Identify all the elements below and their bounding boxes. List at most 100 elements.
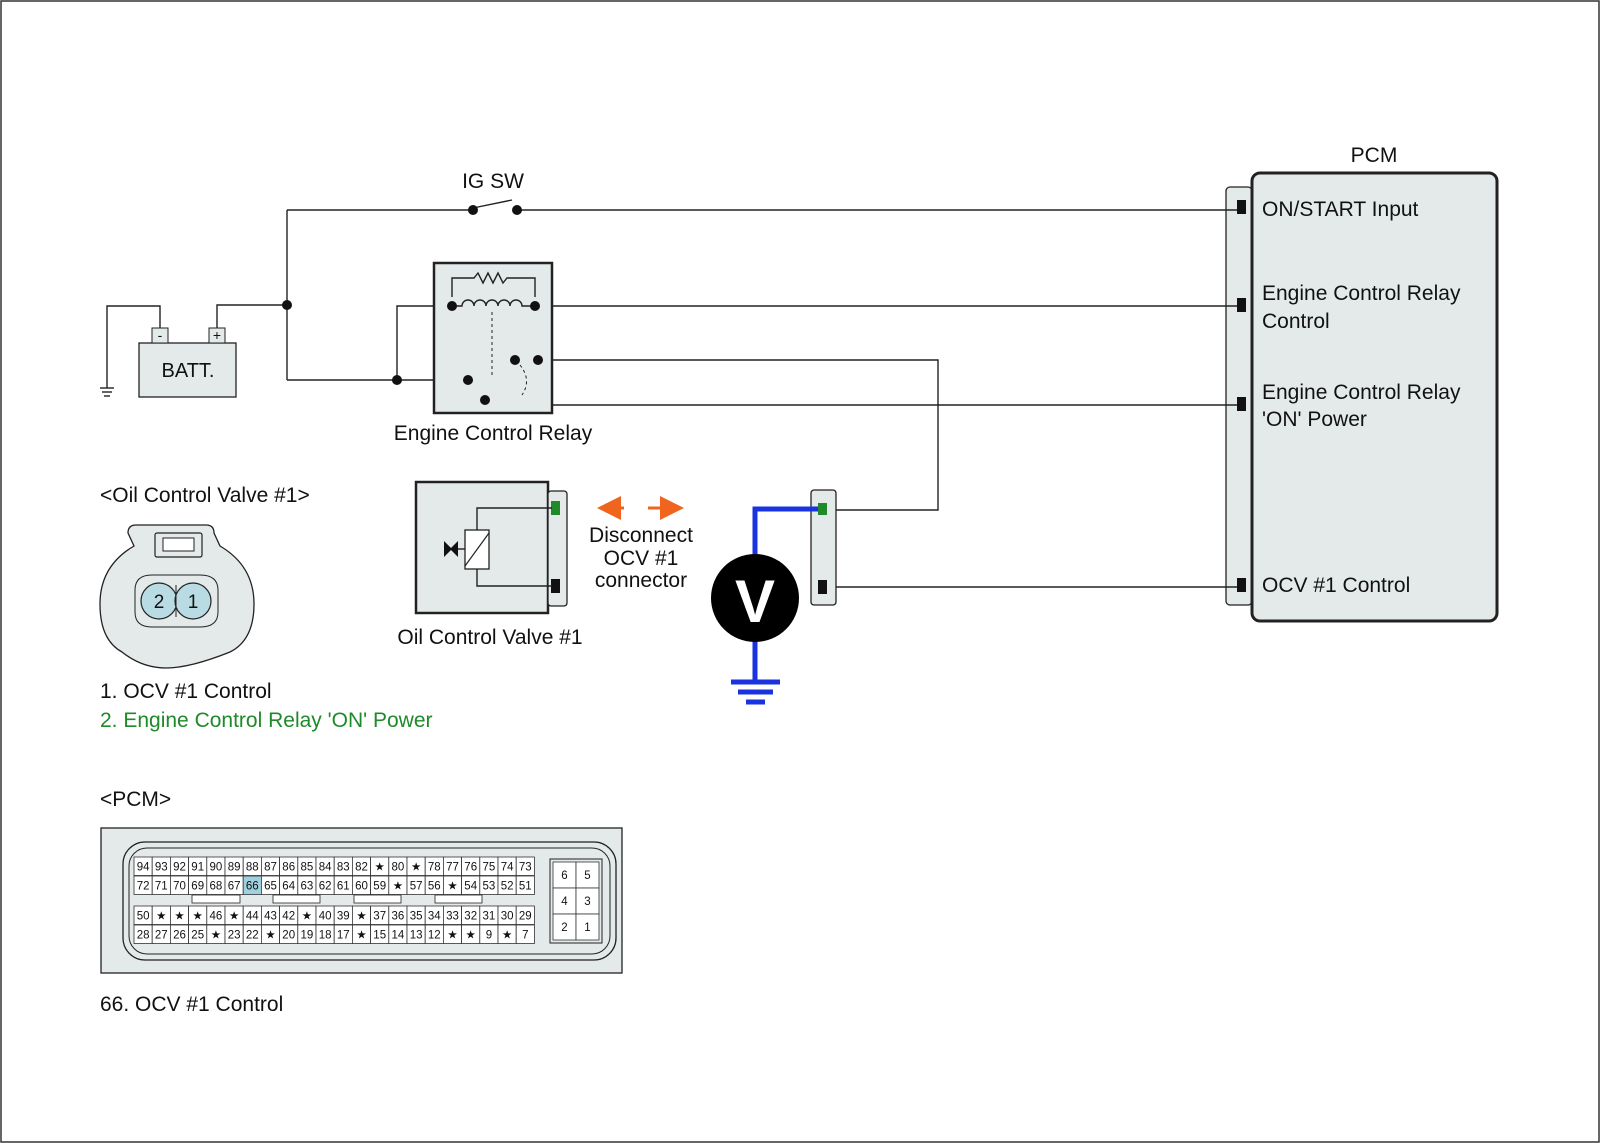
pcm-box <box>1250 171 1499 623</box>
pcm-pin-number: 93 <box>155 862 168 874</box>
pcm-pin-number: 12 <box>428 930 441 942</box>
ocv-connector-title: <Oil Control Valve #1> <box>100 484 310 507</box>
pcm-terminal-label: ON/START Input <box>1262 198 1419 221</box>
battery-body <box>138 342 237 398</box>
pcm-pin-number: 52 <box>501 881 514 893</box>
pcm-pin-number: 25 <box>191 930 204 942</box>
pcm-side-pin-number: 3 <box>584 896 590 908</box>
pcm-pin-number: 20 <box>282 930 295 942</box>
ocv-legend-line-1: 1. OCV #1 Control <box>100 680 272 703</box>
pcm-pin-number: 92 <box>173 862 186 874</box>
pcm-pin-number: 86 <box>282 862 295 874</box>
harness-pin-2 <box>818 503 827 515</box>
voltmeter-symbol: V <box>735 568 775 635</box>
pcm-pin-number: 94 <box>137 862 150 874</box>
engine-control-relay: Engine Control Relay <box>394 261 593 445</box>
pcm-pin-number: 80 <box>392 862 405 874</box>
pcm-pin-number: 90 <box>210 862 223 874</box>
pcm-pin-number: 66 <box>246 881 259 893</box>
pcm-pin-number: 68 <box>210 881 223 893</box>
pcm-pin-number: 89 <box>228 862 241 874</box>
oil-control-valve: Oil Control Valve #1 <box>397 480 583 649</box>
pcm-pin-number: 17 <box>337 930 350 942</box>
pcm-pin-number: 28 <box>137 930 150 942</box>
ocv-connector <box>547 490 568 607</box>
pcm-pin-number: 91 <box>191 862 204 874</box>
pcm-pin-number: 30 <box>501 911 514 923</box>
pcm-pin-number: 85 <box>301 862 314 874</box>
pcm-side-pin-number: 2 <box>561 922 567 934</box>
pcm-pin-number: 70 <box>173 881 186 893</box>
pcm-pin-number: 34 <box>428 911 441 923</box>
pcm-pin-number: 36 <box>392 911 405 923</box>
pcm-pin-number: 39 <box>337 911 350 923</box>
pcm-pin-number: ★ <box>466 930 476 942</box>
pcm-pin-number: 29 <box>519 911 532 923</box>
pcm-pin-number: ★ <box>447 881 457 893</box>
pcm-pin-number: ★ <box>502 930 512 942</box>
pcm-pin-number: 83 <box>337 862 350 874</box>
pcm-pin-number: ★ <box>193 911 203 923</box>
pcm-pin-number: 62 <box>319 881 332 893</box>
connector-key-slot <box>191 894 241 904</box>
pcm-pin-number: ★ <box>447 930 457 942</box>
battery-label: BATT. <box>162 360 215 382</box>
pcm-side-pin-number: 6 <box>561 870 567 882</box>
pcm-pin-cell <box>515 875 535 895</box>
pcm-pin-number: ★ <box>229 911 239 923</box>
pcm-pin-number: 53 <box>483 881 496 893</box>
pcm-pin-number: ★ <box>356 930 366 942</box>
ocv-pin-number: 1 <box>188 592 199 613</box>
battery-negative-terminal <box>151 327 169 344</box>
pcm-title: PCM <box>1351 144 1398 167</box>
relay-label: Engine Control Relay <box>394 422 593 445</box>
wiring <box>100 199 1237 588</box>
pcm-pin-number: ★ <box>265 930 275 942</box>
pcm-pin-number: 46 <box>210 911 223 923</box>
pcm-pin-number: 23 <box>228 930 241 942</box>
connector-key-slot <box>272 894 321 904</box>
pcm-terminal-label: OCV #1 Control <box>1262 574 1410 597</box>
pcm-pin-number: 72 <box>137 881 150 893</box>
pcm-pin-number: 14 <box>392 930 405 942</box>
pcm-pin-on-start <box>1237 200 1246 214</box>
pcm-pin-number: 33 <box>446 911 459 923</box>
pcm-terminal-strip <box>1225 186 1253 606</box>
pcm-pin-number: 44 <box>246 911 259 923</box>
pcm-pin-number: 73 <box>519 862 532 874</box>
pcm-pin-cell <box>515 905 535 925</box>
ig-switch-label: IG SW <box>462 170 524 193</box>
pcm-pin-number: ★ <box>156 911 166 923</box>
pcm-terminal-label: 'ON' Power <box>1262 408 1367 431</box>
pcm-side-pin-number: 1 <box>584 922 590 934</box>
pcm-pin-number: 60 <box>355 881 368 893</box>
voltmeter: V <box>711 506 818 705</box>
pcm-pin-number: 27 <box>155 930 168 942</box>
pcm-pin-number: 37 <box>373 911 386 923</box>
pcm-pin-number: 32 <box>464 911 477 923</box>
pcm-pin-number: 71 <box>155 881 168 893</box>
pcm-pin-number: 35 <box>410 911 423 923</box>
pcm-pin-relay-control <box>1237 298 1246 312</box>
pcm-pin-number: 84 <box>319 862 332 874</box>
pcm-pin-number: 15 <box>373 930 386 942</box>
pcm-pin-number: 56 <box>428 881 441 893</box>
pcm-pin-number: 78 <box>428 862 441 874</box>
disconnect-text: Disconnect <box>589 524 693 547</box>
pcm-pin-number: 43 <box>264 911 277 923</box>
pcm-terminal-label: Control <box>1262 310 1330 333</box>
harness-connector <box>810 489 837 606</box>
pcm-pin-number: ★ <box>211 930 221 942</box>
pcm-pin-number: 57 <box>410 881 423 893</box>
pcm-pin-number: ★ <box>411 862 421 874</box>
pcm-pin-number: ★ <box>174 911 184 923</box>
pcm-pin-number: ★ <box>356 911 366 923</box>
pcm-pin-number: 74 <box>501 862 514 874</box>
battery-positive-sign: + <box>213 327 221 343</box>
pcm-pin-number: 59 <box>373 881 386 893</box>
pcm-pin-number: 19 <box>301 930 314 942</box>
pcm-pin-number: 77 <box>446 862 459 874</box>
